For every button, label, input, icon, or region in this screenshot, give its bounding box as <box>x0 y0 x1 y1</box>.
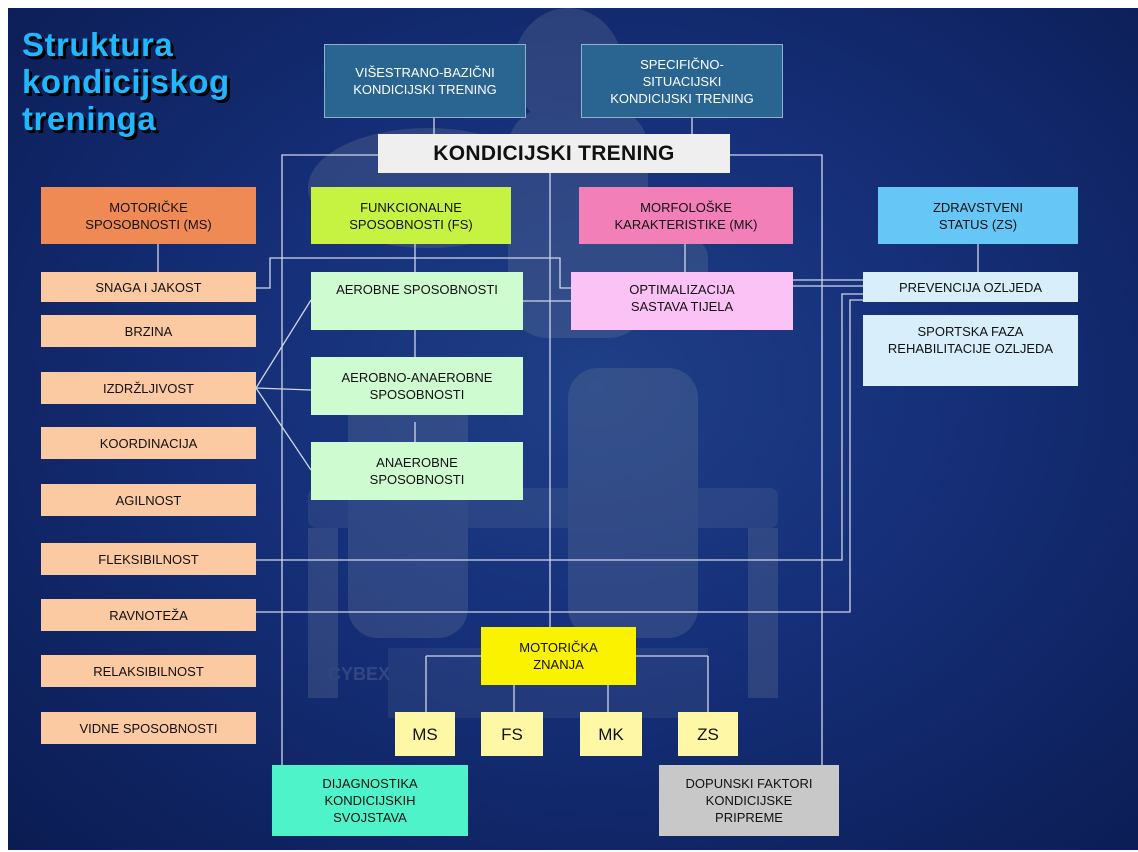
supplementary-factors-box: DOPUNSKI FAKTORI KONDICIJSKE PRIPREME <box>659 765 839 836</box>
ms-item-agility: AGILNOST <box>41 484 256 516</box>
ms-item-balance: RAVNOTEŽA <box>41 599 256 631</box>
zs-item-injury-prevention: PREVENCIJA OZLJEDA <box>863 272 1078 302</box>
motor-knowledge-box: MOTORIČKA ZNANJA <box>481 627 636 685</box>
main-training-box: KONDICIJSKI TRENING <box>378 134 730 173</box>
zs-category-box: ZDRAVSTVENI STATUS (ZS) <box>878 187 1078 244</box>
mk-category-box: MORFOLOŠKE KARAKTERISTIKE (MK) <box>579 187 793 244</box>
ms-item-endurance: IZDRŽLJIVOST <box>41 372 256 404</box>
ms-item-relaxation: RELAKSIBILNOST <box>41 655 256 687</box>
ms-item-coordination: KOORDINACIJA <box>41 427 256 459</box>
small-box-ms: MS <box>395 712 455 756</box>
slide-title: Struktura kondicijskog treninga <box>22 26 230 137</box>
small-box-mk: MK <box>580 712 642 756</box>
mk-item-body-composition: OPTIMALIZACIJA SASTAVA TIJELA <box>571 272 793 330</box>
ms-item-strength: SNAGA I JAKOST <box>41 272 256 302</box>
small-box-zs: ZS <box>678 712 738 756</box>
ms-item-visual: VIDNE SPOSOBNOSTI <box>41 712 256 744</box>
ms-item-speed: BRZINA <box>41 315 256 347</box>
fs-item-aerobic: AEROBNE SPOSOBNOSTI <box>311 272 523 330</box>
fs-category-box: FUNKCIONALNE SPOSOBNOSTI (FS) <box>311 187 511 244</box>
watermark-text: CYBEX <box>328 664 390 684</box>
ms-category-box: MOTORIČKE SPOSOBNOSTI (MS) <box>41 187 256 244</box>
fs-item-aerobic-anaerobic: AEROBNO-ANAEROBNE SPOSOBNOSTI <box>311 357 523 415</box>
zs-item-rehabilitation: SPORTSKA FAZA REHABILITACIJE OZLJEDA <box>863 315 1078 386</box>
connector-lines <box>157 118 979 770</box>
basic-training-box: VIŠESTRANO-BAZIČNI KONDICIJSKI TRENING <box>324 44 526 118</box>
specific-training-box: SPECIFIČNO- SITUACIJSKI KONDICIJSKI TREN… <box>581 44 783 118</box>
fs-item-anaerobic: ANAEROBNE SPOSOBNOSTI <box>311 442 523 500</box>
ms-item-flexibility: FLEKSIBILNOST <box>41 543 256 575</box>
diagnostics-box: DIJAGNOSTIKA KONDICIJSKIH SVOJSTAVA <box>272 765 468 836</box>
slide: CYBEX <box>8 8 1138 850</box>
small-box-fs: FS <box>481 712 543 756</box>
